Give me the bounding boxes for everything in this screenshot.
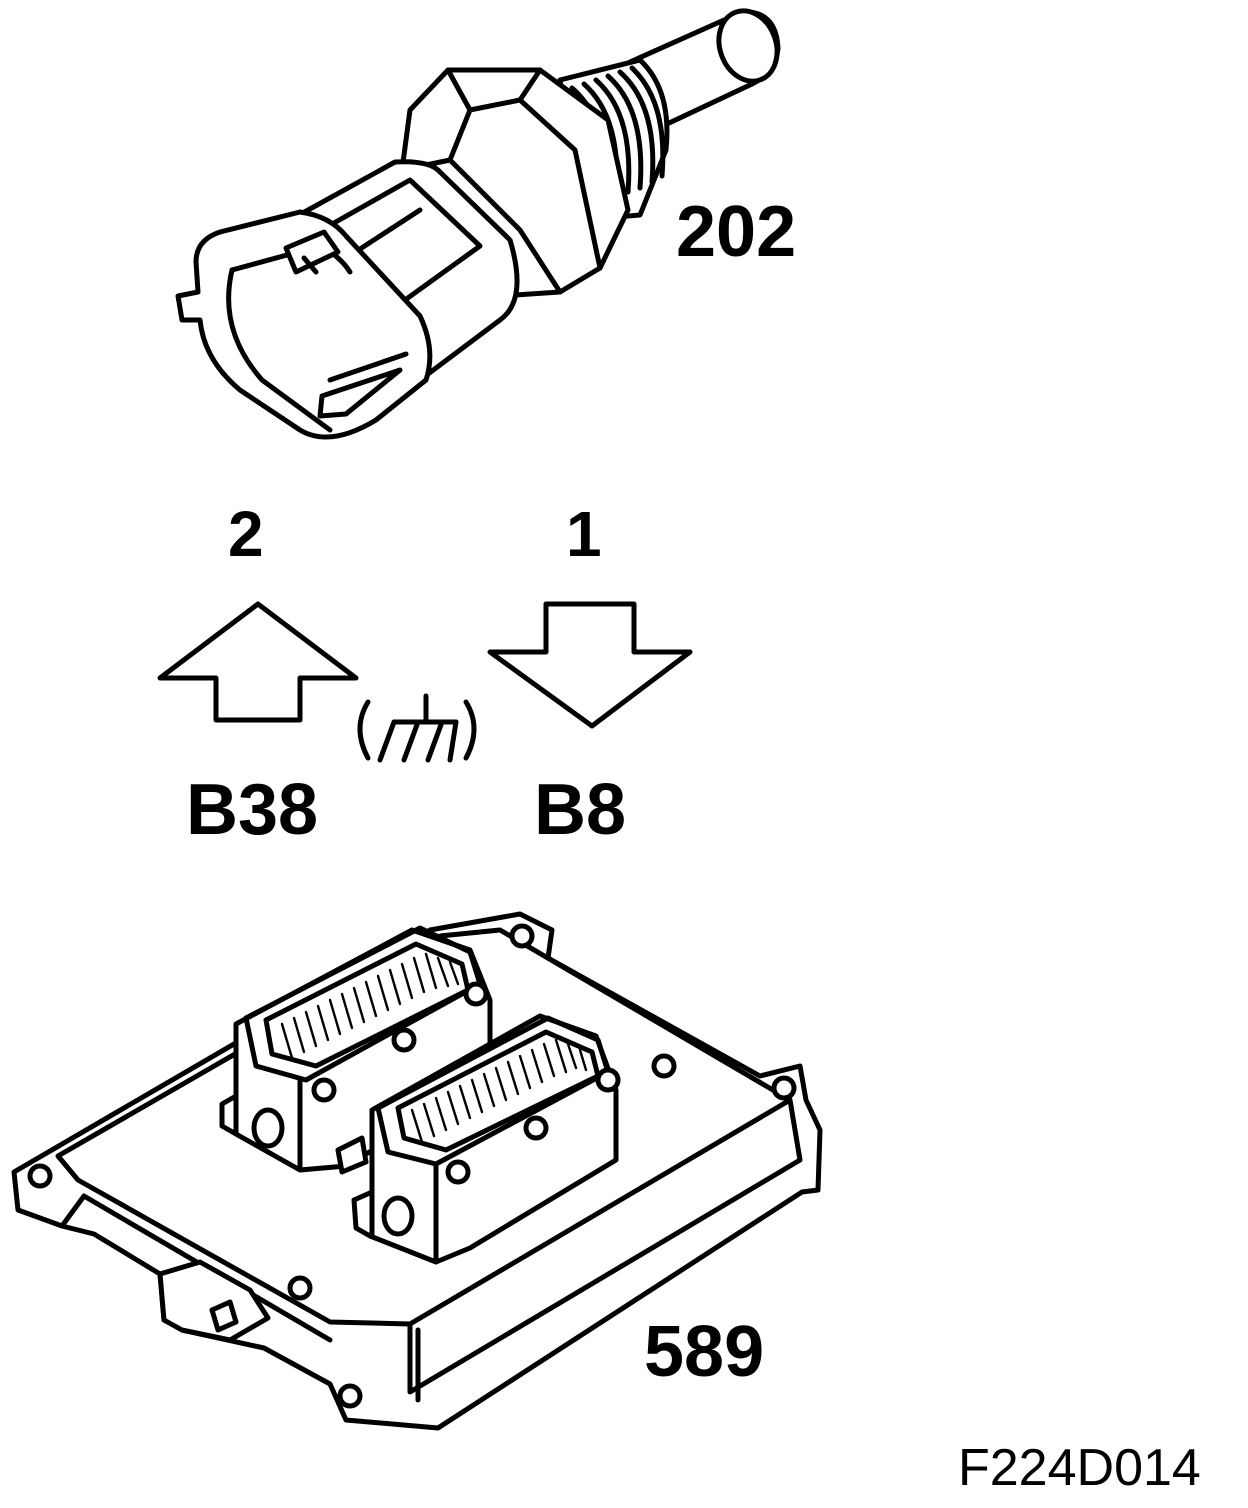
ecu-id-label: 589 xyxy=(644,1312,765,1392)
temperature-sensor-drawing xyxy=(175,8,781,440)
figure-reference: F224D014 xyxy=(958,1439,1201,1497)
ecu-pin-b38-label: B38 xyxy=(186,770,319,850)
ground-symbol-icon xyxy=(357,693,477,763)
control-module-drawing xyxy=(11,911,823,1431)
pin-1-label: 1 xyxy=(566,498,602,570)
pin-2-label: 2 xyxy=(228,498,264,570)
arrow-down-outline-icon xyxy=(487,601,693,729)
sensor-id-label: 202 xyxy=(676,192,797,272)
ecu-pin-b8-label: B8 xyxy=(534,770,627,850)
arrow-up-outline-icon xyxy=(157,601,359,723)
ecu-pin-rows xyxy=(280,952,588,1144)
